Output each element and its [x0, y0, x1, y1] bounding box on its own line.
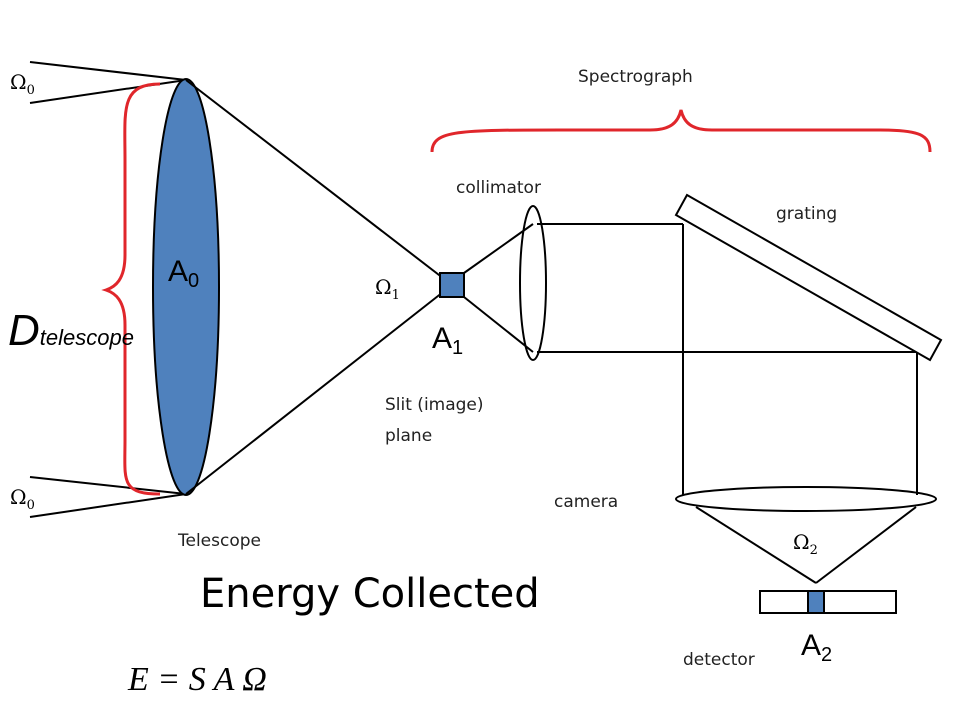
slit-label-line2: plane	[385, 426, 432, 446]
incoming-rays-bottom	[29, 476, 187, 518]
diverging-rays	[463, 223, 534, 353]
telescope-diameter-brace	[101, 82, 161, 496]
camera-label: camera	[554, 492, 618, 512]
collimator-label: collimator	[456, 178, 541, 198]
omega2-label: Ω2	[793, 530, 818, 558]
a2-label: A2	[801, 629, 832, 666]
a1-label: A1	[432, 322, 463, 359]
grating-label: grating	[776, 204, 837, 224]
detector-pixel	[807, 590, 825, 614]
a0-label: A0	[168, 255, 199, 292]
energy-equation: E = S A Ω	[127, 661, 267, 698]
detector-bar	[759, 590, 897, 614]
incoming-rays-top	[29, 61, 187, 104]
omega0-bottom-label: Ω0	[10, 485, 35, 513]
collimated-beam	[537, 223, 917, 353]
telescope-label: Telescope	[177, 531, 261, 551]
detector-label: detector	[683, 650, 755, 670]
camera-rays	[695, 506, 917, 584]
spectrograph-brace	[430, 109, 932, 153]
camera-lens	[675, 486, 937, 512]
collimator-lens	[519, 205, 547, 361]
spectrograph-label: Spectrograph	[578, 67, 693, 87]
d-telescope-label: Dtelescope	[8, 306, 134, 355]
omega1-label: Ω1	[375, 275, 400, 303]
slit-aperture	[439, 272, 465, 298]
grating	[674, 193, 943, 362]
dispersed-rays	[682, 224, 918, 495]
diagram-title: Energy Collected	[200, 571, 540, 617]
slit-label-line1: Slit (image)	[385, 395, 484, 415]
telescope-lens	[152, 78, 220, 496]
converging-rays	[185, 79, 453, 495]
omega0-top-label: Ω0	[10, 70, 35, 98]
